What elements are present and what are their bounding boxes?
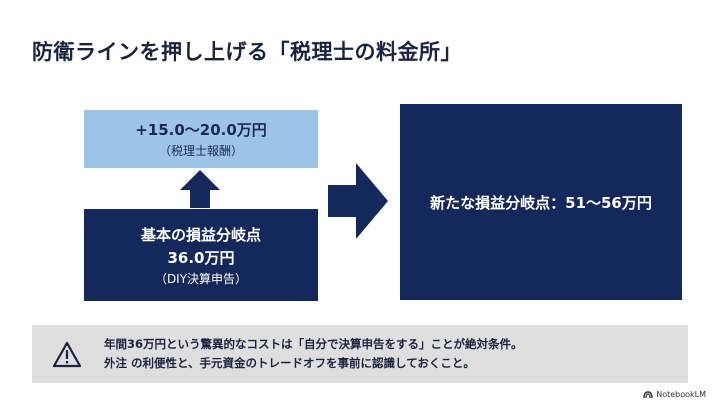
right-arrow-icon: [328, 163, 388, 239]
tax-fee-box: +15.0〜20.0万円 （税理士報酬）: [84, 110, 318, 168]
brand-watermark: NotebookLM: [643, 390, 706, 399]
warning-line-1: 年間36万円という驚異的なコストは「自分で決算申告をする」ことが絶対条件。: [104, 337, 523, 351]
tax-fee-amount: +15.0〜20.0万円: [135, 121, 267, 139]
notebooklm-logo-icon: [643, 391, 653, 399]
base-breakeven-amount: 36.0万円: [167, 248, 235, 267]
base-breakeven-box: 基本の損益分岐点 36.0万円 （DIY決算申告）: [84, 209, 318, 301]
tax-fee-label: （税理士報酬）: [158, 144, 243, 158]
new-breakeven-box: 新たな損益分岐点：51〜56万円: [400, 104, 682, 300]
warning-icon: [52, 341, 82, 367]
base-breakeven-note: （DIY決算申告）: [154, 271, 248, 286]
up-arrow-icon: [180, 170, 220, 208]
brand-label: NotebookLM: [656, 390, 706, 399]
warning-line-2: 外注 の利便性と、手元資金のトレードオフを事前に認識しておくこと。: [104, 356, 475, 370]
new-breakeven-text: 新たな損益分岐点：51〜56万円: [430, 193, 652, 212]
base-breakeven-label: 基本の損益分岐点: [140, 225, 261, 244]
warning-note: 年間36万円という驚異的なコストは「自分で決算申告をする」ことが絶対条件。 外注…: [32, 325, 688, 383]
slide-title: 防衛ラインを押し上げる「税理士の料金所」: [32, 40, 462, 64]
